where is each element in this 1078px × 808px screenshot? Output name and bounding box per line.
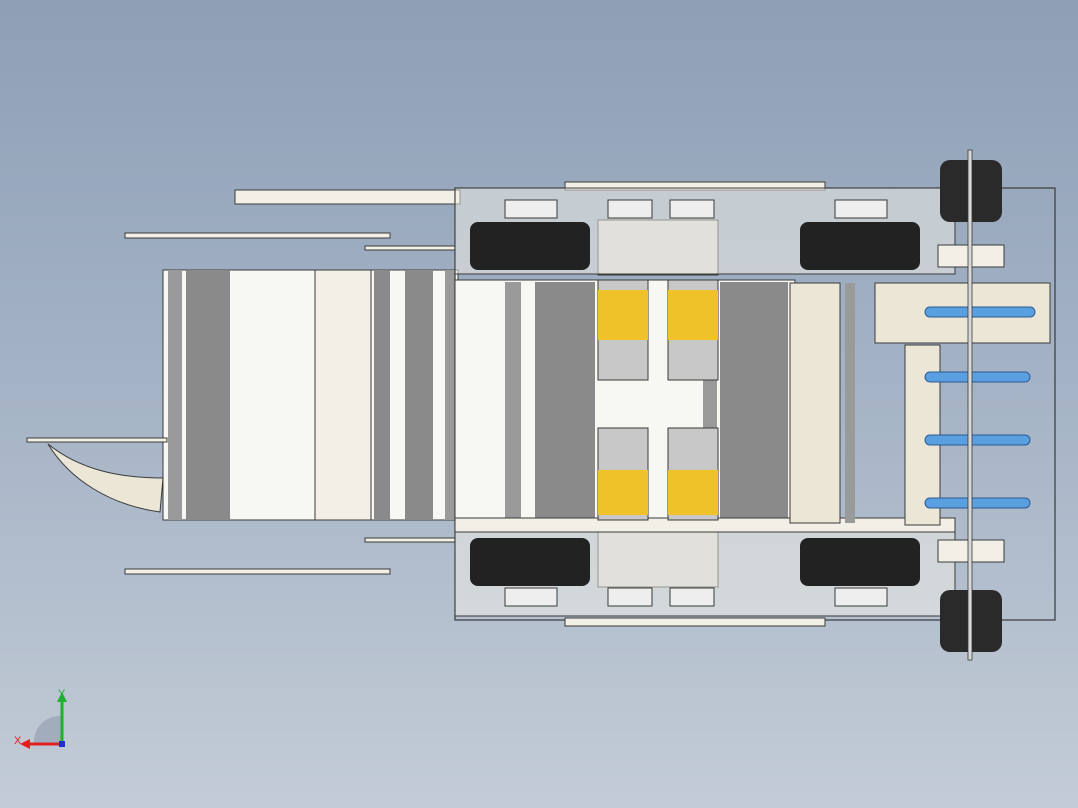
intake-arm-rails bbox=[124, 232, 456, 575]
blue-axles bbox=[924, 149, 1036, 661]
top-perforated-rail bbox=[234, 189, 461, 205]
x-axis-label: X bbox=[14, 735, 22, 747]
timing-pulleys bbox=[504, 199, 888, 607]
triad-quadrant-icon bbox=[33, 715, 62, 744]
z-axis-marker-icon bbox=[59, 741, 65, 747]
intake-conveyor bbox=[162, 269, 459, 521]
y-axis-label: Y bbox=[58, 688, 66, 700]
coordinate-triad: Y X bbox=[14, 688, 67, 749]
perforated-bracket bbox=[789, 282, 1051, 526]
front-scoop bbox=[26, 437, 168, 513]
